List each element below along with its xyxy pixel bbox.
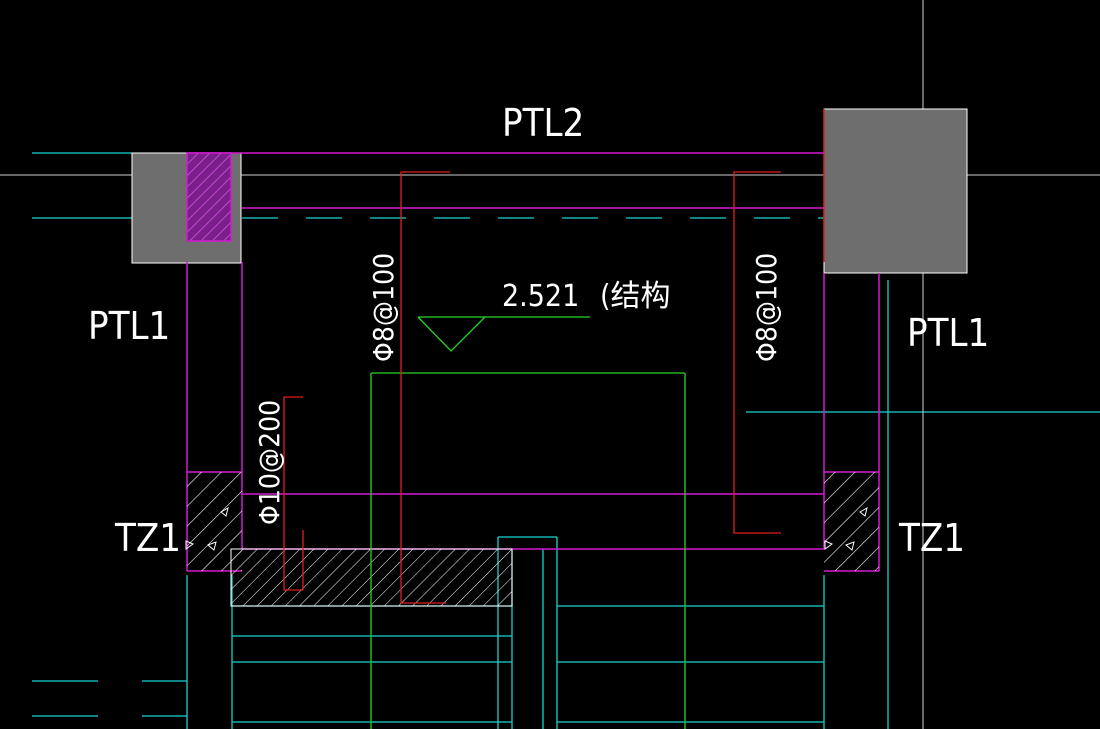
green-opening (370, 316, 686, 729)
label-tz1-right: TZ1 (898, 516, 965, 560)
label-rebar-left-mid: Φ8@100 (367, 253, 400, 362)
label-elevation-note: (结构 (600, 279, 671, 314)
label-tz1-left: TZ1 (114, 516, 181, 560)
label-rebar-column: Φ10@200 (253, 400, 286, 525)
tz1-column-right (824, 472, 879, 571)
hatched-column-left (186, 152, 232, 242)
label-rebar-right-mid: Φ8@100 (750, 253, 783, 362)
column-block-right (823, 108, 968, 274)
label-ptl1-right: PTL1 (907, 311, 989, 355)
label-ptl1-left: PTL1 (88, 304, 170, 348)
rebar-leaders (283, 171, 781, 604)
label-ptl2: PTL2 (502, 101, 584, 145)
label-elevation-value: 2.521 (502, 279, 579, 314)
